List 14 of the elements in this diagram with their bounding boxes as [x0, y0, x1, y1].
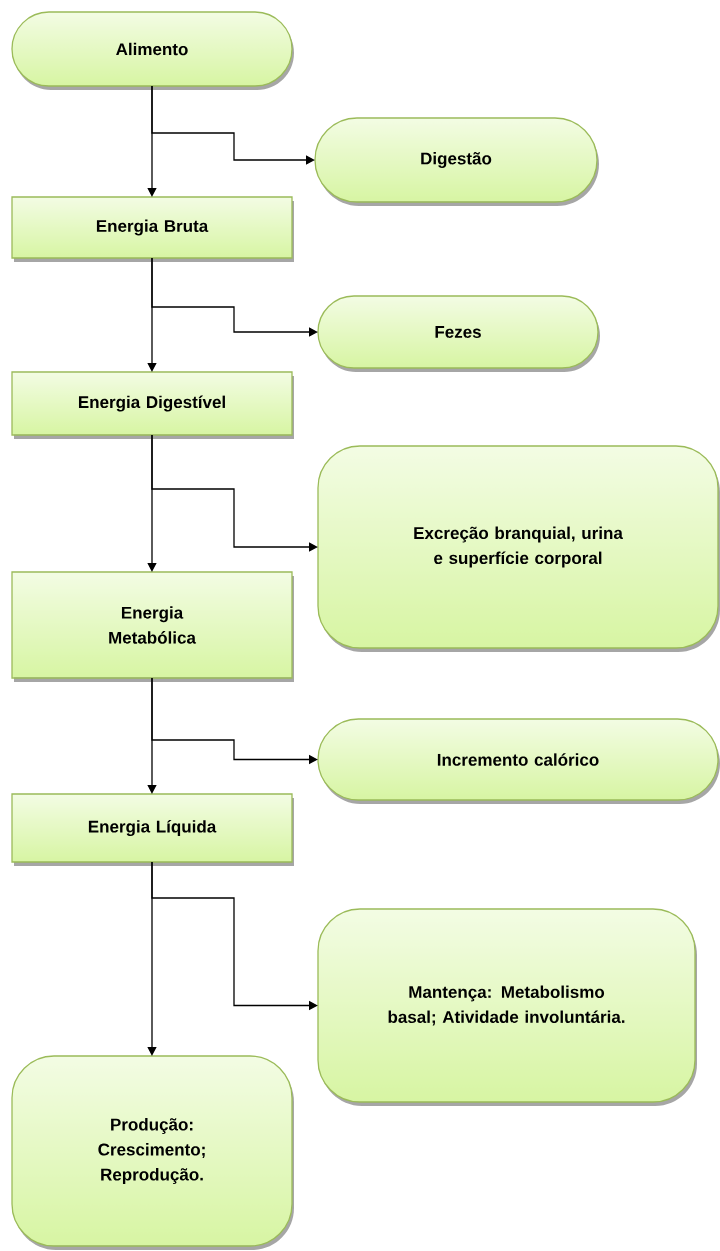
- rounded-box: Mantença: Metabolismo basal; Atividade involuntária.: [317, 908, 697, 1106]
- arrow: [151, 257, 318, 337]
- rounded-box: Produção: Crescimento; Reprodução.: [11, 1055, 294, 1250]
- rounded-box: Fezes: [317, 295, 600, 372]
- process-box: Energia Digestível: [11, 371, 294, 439]
- rounded-box: Alimento: [11, 11, 294, 90]
- process-box: Energia Bruta: [11, 196, 294, 262]
- process-box: Energia Metabólica: [11, 571, 294, 682]
- arrow: [151, 434, 318, 552]
- arrow: [151, 85, 315, 165]
- rounded-box: Digestão: [314, 117, 599, 206]
- rounded-box: Excreção branquial, urina e superfície corporal: [317, 445, 720, 652]
- rounded-box: Incremento calórico: [317, 718, 720, 804]
- process-box: Energia Líquida: [11, 793, 294, 866]
